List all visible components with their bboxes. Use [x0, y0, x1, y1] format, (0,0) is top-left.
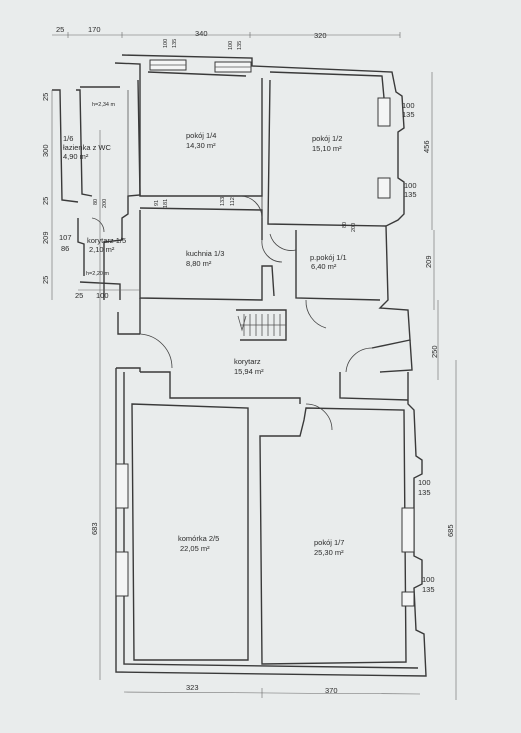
room-area: 8,80 m²: [186, 259, 212, 268]
room-label: łazienka z WC: [63, 143, 112, 152]
room-area: 15,94 m²: [234, 367, 264, 376]
room-label: 1/6: [63, 134, 73, 143]
dimension-label: 300: [41, 144, 50, 157]
opening-dimension: 100: [228, 41, 234, 50]
opening-dimension: 135: [402, 110, 415, 119]
inner-dimension: 80: [93, 199, 99, 205]
dimension-label: 250: [430, 345, 439, 358]
room-area: 15,10 m²: [312, 144, 342, 153]
opening-dimension: 100: [163, 39, 169, 48]
room-area: 4,90 m²: [63, 152, 89, 161]
room-labels: pokój 1/4 14,30 m² pokój 1/2 15,10 m² 1/…: [63, 102, 347, 557]
dimension-label: 25: [41, 197, 50, 205]
dimension-labels: 25 170 340 320 323 370 25 300 25 209 25 …: [41, 25, 455, 695]
dimension-label: 25: [41, 93, 50, 101]
inner-dimension: 181: [163, 199, 169, 208]
opening-dimension: 135: [422, 585, 435, 594]
room-label: komórka 2/5: [178, 534, 219, 543]
room-area: 2,10 m²: [89, 245, 115, 254]
room-area: 6,40 m²: [311, 262, 337, 271]
dimension-label: 209: [41, 231, 50, 244]
inner-dimension: 107: [59, 233, 72, 242]
room-area: 22,05 m²: [180, 544, 210, 553]
doors: [91, 195, 373, 431]
inner-dimension: 86: [61, 244, 69, 253]
room-label: p.pokój 1/1: [310, 253, 347, 262]
dimension-lines: [51, 32, 457, 700]
room-label: korytarz: [234, 357, 261, 366]
dimension-label: 683: [90, 522, 99, 535]
room-area: 25,30 m²: [314, 548, 344, 557]
inner-dimension: 80: [342, 222, 348, 228]
opening-dimension: 100: [418, 478, 431, 487]
ceiling-height-label: h=2,20 m: [86, 271, 110, 277]
inner-dimension: 100: [96, 291, 109, 300]
room-label: kuchnia 1/3: [186, 249, 224, 258]
dimension-label: 320: [314, 31, 327, 40]
room-label: pokój 1/2: [312, 134, 342, 143]
dimension-label: 25: [56, 25, 64, 34]
opening-dimension: 135: [404, 190, 417, 199]
stairs: [237, 314, 286, 336]
opening-dimension: 135: [172, 39, 178, 48]
room-label: korytarz 1/5: [87, 236, 126, 245]
dimension-label: 170: [88, 25, 101, 34]
dimension-label: 685: [446, 524, 455, 537]
room-label: pokój 1/7: [314, 538, 344, 547]
opening-dimension: 135: [237, 41, 243, 50]
inner-dimension: 133: [220, 197, 226, 206]
dimension-label: 456: [422, 140, 431, 153]
opening-dimension: 100: [402, 101, 415, 110]
inner-dimension: 200: [102, 199, 108, 208]
inner-dimension: 200: [351, 223, 357, 232]
inner-walls: [127, 71, 409, 665]
dimension-label: 209: [424, 255, 433, 268]
opening-dimension: 100: [422, 575, 435, 584]
inner-dimension: 112: [230, 197, 236, 206]
room-area: 14,30 m²: [186, 141, 216, 150]
inner-dimension: 25: [75, 291, 83, 300]
opening-dimension: 135: [418, 488, 431, 497]
opening-dimension: 100: [404, 181, 417, 190]
inner-dimension: 91: [154, 200, 160, 206]
dimension-label: 25: [41, 276, 50, 284]
dimension-label: 323: [186, 683, 199, 692]
dimension-label: 340: [195, 29, 208, 38]
dimension-label: 370: [325, 686, 338, 695]
room-label: pokój 1/4: [186, 131, 216, 140]
windows: [115, 59, 415, 607]
ceiling-height-label: h=2,34 m: [92, 102, 116, 108]
